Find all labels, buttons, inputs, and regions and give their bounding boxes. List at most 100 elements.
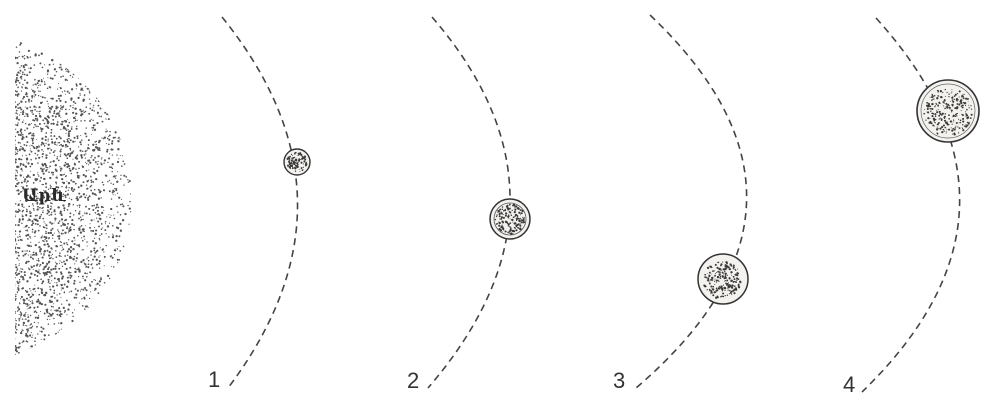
sun-stipple-dot — [17, 306, 19, 308]
planet-speckle — [721, 270, 722, 271]
sun-stipple-dot — [13, 69, 15, 71]
sun-stipple-dot — [58, 238, 60, 240]
sun-stipple-dot — [38, 315, 39, 316]
sun-stipple-dot — [51, 255, 52, 256]
sun-stipple-dot — [105, 245, 107, 247]
sun-stipple-dot — [53, 292, 55, 294]
sun-stipple-dot — [94, 129, 96, 131]
sun-stipple-dot — [14, 92, 15, 93]
sun-stipple-dot — [15, 177, 17, 179]
sun-stipple-dot — [119, 223, 121, 225]
sun-stipple-dot — [44, 275, 45, 276]
sun-stipple-dot — [15, 106, 17, 108]
sun-stipple-dot — [83, 278, 84, 279]
sun-stipple-dot — [79, 141, 81, 143]
sun-stipple-dot — [40, 102, 42, 104]
sun-stipple-dot — [62, 121, 64, 123]
sun-stipple-dot — [33, 269, 34, 270]
sun-stipple-dot — [12, 299, 13, 300]
planet-speckle — [934, 106, 935, 107]
sun-stipple-dot — [20, 142, 21, 143]
sun-stipple-dot — [67, 119, 68, 120]
sun-stipple-dot — [79, 226, 80, 227]
sun-stipple-dot — [90, 291, 91, 292]
sun-label: Արև — [22, 186, 66, 206]
sun-stipple-dot — [33, 147, 35, 149]
sun-stipple-dot — [17, 104, 19, 106]
sun-stipple-dot — [22, 73, 24, 75]
sun-stipple-dot — [47, 140, 48, 141]
sun-stipple-dot — [25, 316, 26, 317]
sun-stipple-dot — [77, 120, 78, 121]
sun-stipple-dot — [37, 271, 39, 273]
planet-speckle — [513, 233, 514, 234]
sun-stipple-dot — [22, 329, 23, 330]
sun-stipple-dot — [97, 163, 99, 165]
sun-stipple-dot — [16, 257, 18, 259]
sun-stipple-dot — [34, 274, 36, 276]
planet-speckle — [727, 295, 728, 296]
sun-stipple-dot — [52, 258, 53, 259]
sun-stipple-dot — [86, 258, 87, 259]
sun-stipple-dot — [78, 218, 80, 220]
sun-stipple-dot — [53, 303, 54, 304]
sun-stipple-dot — [34, 340, 36, 342]
sun-stipple-dot — [48, 267, 49, 268]
sun-stipple-dot — [38, 242, 39, 243]
planet-speckle — [503, 214, 504, 215]
sun-stipple-dot — [101, 92, 102, 93]
sun-stipple-dot — [54, 110, 55, 111]
sun-stipple-dot — [32, 335, 33, 336]
sun-stipple-dot — [50, 132, 52, 134]
sun-stipple-dot — [46, 213, 48, 215]
sun-stipple-dot — [47, 206, 49, 208]
sun-stipple-dot — [73, 189, 75, 191]
sun-stipple-dot — [115, 235, 117, 237]
sun-stipple-dot — [24, 180, 26, 182]
sun-stipple-dot — [41, 292, 43, 294]
sun-stipple-dot — [65, 69, 66, 70]
sun-stipple-dot — [37, 223, 39, 225]
sun-stipple-dot — [13, 316, 15, 318]
sun-stipple-dot — [72, 107, 74, 109]
sun-stipple-dot — [91, 317, 93, 319]
sun-stipple-dot — [108, 157, 110, 159]
planet-speckle — [927, 107, 928, 108]
sun-stipple-dot — [32, 258, 34, 260]
planet-speckle — [729, 268, 731, 270]
sun-stipple-dot — [43, 184, 44, 185]
planet-speckle — [717, 271, 719, 273]
sun-stipple-dot — [15, 112, 17, 114]
sun-stipple-dot — [49, 257, 51, 259]
sun-stipple-dot — [42, 281, 44, 283]
sun-stipple-dot — [70, 275, 72, 277]
sun-stipple-dot — [69, 277, 71, 279]
planet-speckle — [511, 214, 512, 215]
planet-speckle — [503, 210, 505, 212]
planet-speckle — [709, 275, 711, 277]
sun-stipple-dot — [103, 207, 104, 208]
sun-stipple-dot — [57, 89, 58, 90]
sun-stipple-dot — [40, 177, 42, 179]
sun-stipple-dot — [68, 135, 70, 137]
sun-stipple-dot — [76, 172, 78, 174]
sun-stipple-dot — [59, 142, 60, 143]
sun-stipple-dot — [77, 137, 79, 139]
planet-speckle — [958, 119, 959, 120]
sun-stipple-dot — [22, 215, 24, 217]
sun-stipple-dot — [109, 190, 111, 192]
sun-stipple-dot — [77, 323, 78, 324]
sun-stipple-dot — [31, 112, 32, 113]
sun-stipple-dot — [31, 345, 33, 347]
sun-stipple-dot — [70, 105, 72, 107]
sun-stipple-dot — [20, 239, 22, 241]
planet-speckle — [296, 160, 298, 162]
sun-stipple-dot — [50, 135, 52, 137]
sun-stipple-dot — [54, 345, 55, 346]
sun-stipple-dot — [17, 166, 19, 168]
sun-stipple-dot — [22, 121, 24, 123]
planet-speckle — [943, 101, 945, 103]
sun-stipple-dot — [58, 332, 59, 333]
sun-stipple-dot — [41, 289, 43, 291]
sun-stipple-dot — [18, 247, 20, 249]
